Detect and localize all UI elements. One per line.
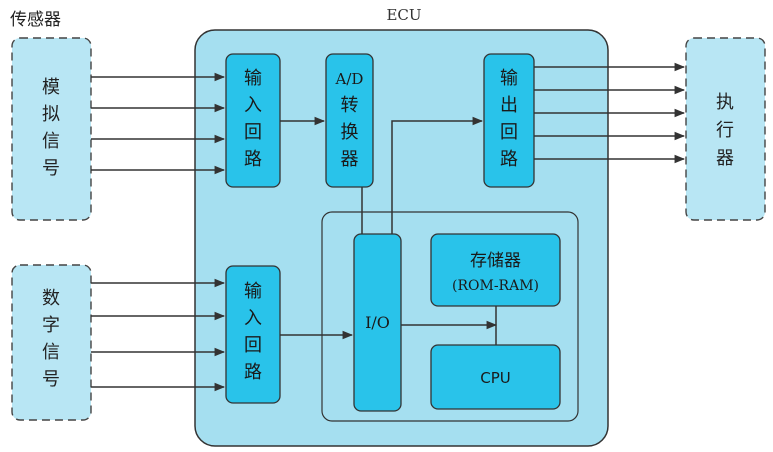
- digital-signal-char: 字: [42, 315, 60, 336]
- digital-signal-char: 号: [42, 369, 60, 390]
- input-circuit-bottom-char: 路: [244, 362, 262, 383]
- analog-signal-box: [11, 37, 92, 221]
- output-circuit-char: 路: [500, 149, 518, 170]
- memory-label: 存储器: [470, 251, 521, 271]
- cpu-label: CPU: [480, 369, 511, 387]
- ecu-title: ECU: [386, 6, 421, 24]
- actuator-char: 执: [716, 92, 734, 113]
- ad-converter-char: 转: [341, 95, 359, 116]
- input-circuit-top-char: 入: [244, 95, 262, 116]
- ad-converter-box: [325, 53, 374, 188]
- ad-converter-char: 器: [341, 149, 359, 170]
- ad-converter-char: 换: [341, 122, 359, 143]
- digital-signal-box: [11, 264, 92, 421]
- input-circuit-bottom-char: 回: [244, 335, 262, 356]
- analog-signal-arrows: [91, 72, 226, 175]
- output-arrows: [534, 62, 686, 164]
- output-circuit-char: 输: [500, 68, 518, 89]
- io-box: [353, 233, 402, 412]
- actuator-box: [685, 37, 766, 221]
- output-circuit-char: 回: [500, 122, 518, 143]
- output-circuit-char: 出: [500, 95, 518, 116]
- input-circuit-top-char: 路: [244, 149, 262, 170]
- analog-signal-char: 模: [42, 77, 60, 98]
- io-label: I/O: [365, 313, 390, 332]
- analog-signal-char: 信: [42, 131, 60, 152]
- output-circuit-box: [483, 53, 535, 188]
- input-circuit-top-char: 回: [244, 122, 262, 143]
- input-circuit-bottom-char: 输: [244, 281, 262, 302]
- digital-signal-arrows: [91, 278, 226, 392]
- input-circuit-bottom-char: 入: [244, 308, 262, 329]
- actuator-char: 行: [716, 120, 734, 141]
- sensor-group-label: 传感器: [10, 10, 61, 30]
- input-circuit-top-char: 输: [244, 68, 262, 89]
- analog-signal-char: 号: [42, 158, 60, 179]
- digital-signal-char: 数: [42, 288, 60, 309]
- actuator-char: 器: [716, 148, 734, 169]
- analog-signal-char: 拟: [42, 104, 60, 125]
- internal-connections: [280, 116, 498, 345]
- digital-signal-char: 信: [42, 342, 60, 363]
- memory-type-label: (ROM-RAM): [452, 278, 539, 294]
- ad-converter-char: A/D: [335, 70, 364, 88]
